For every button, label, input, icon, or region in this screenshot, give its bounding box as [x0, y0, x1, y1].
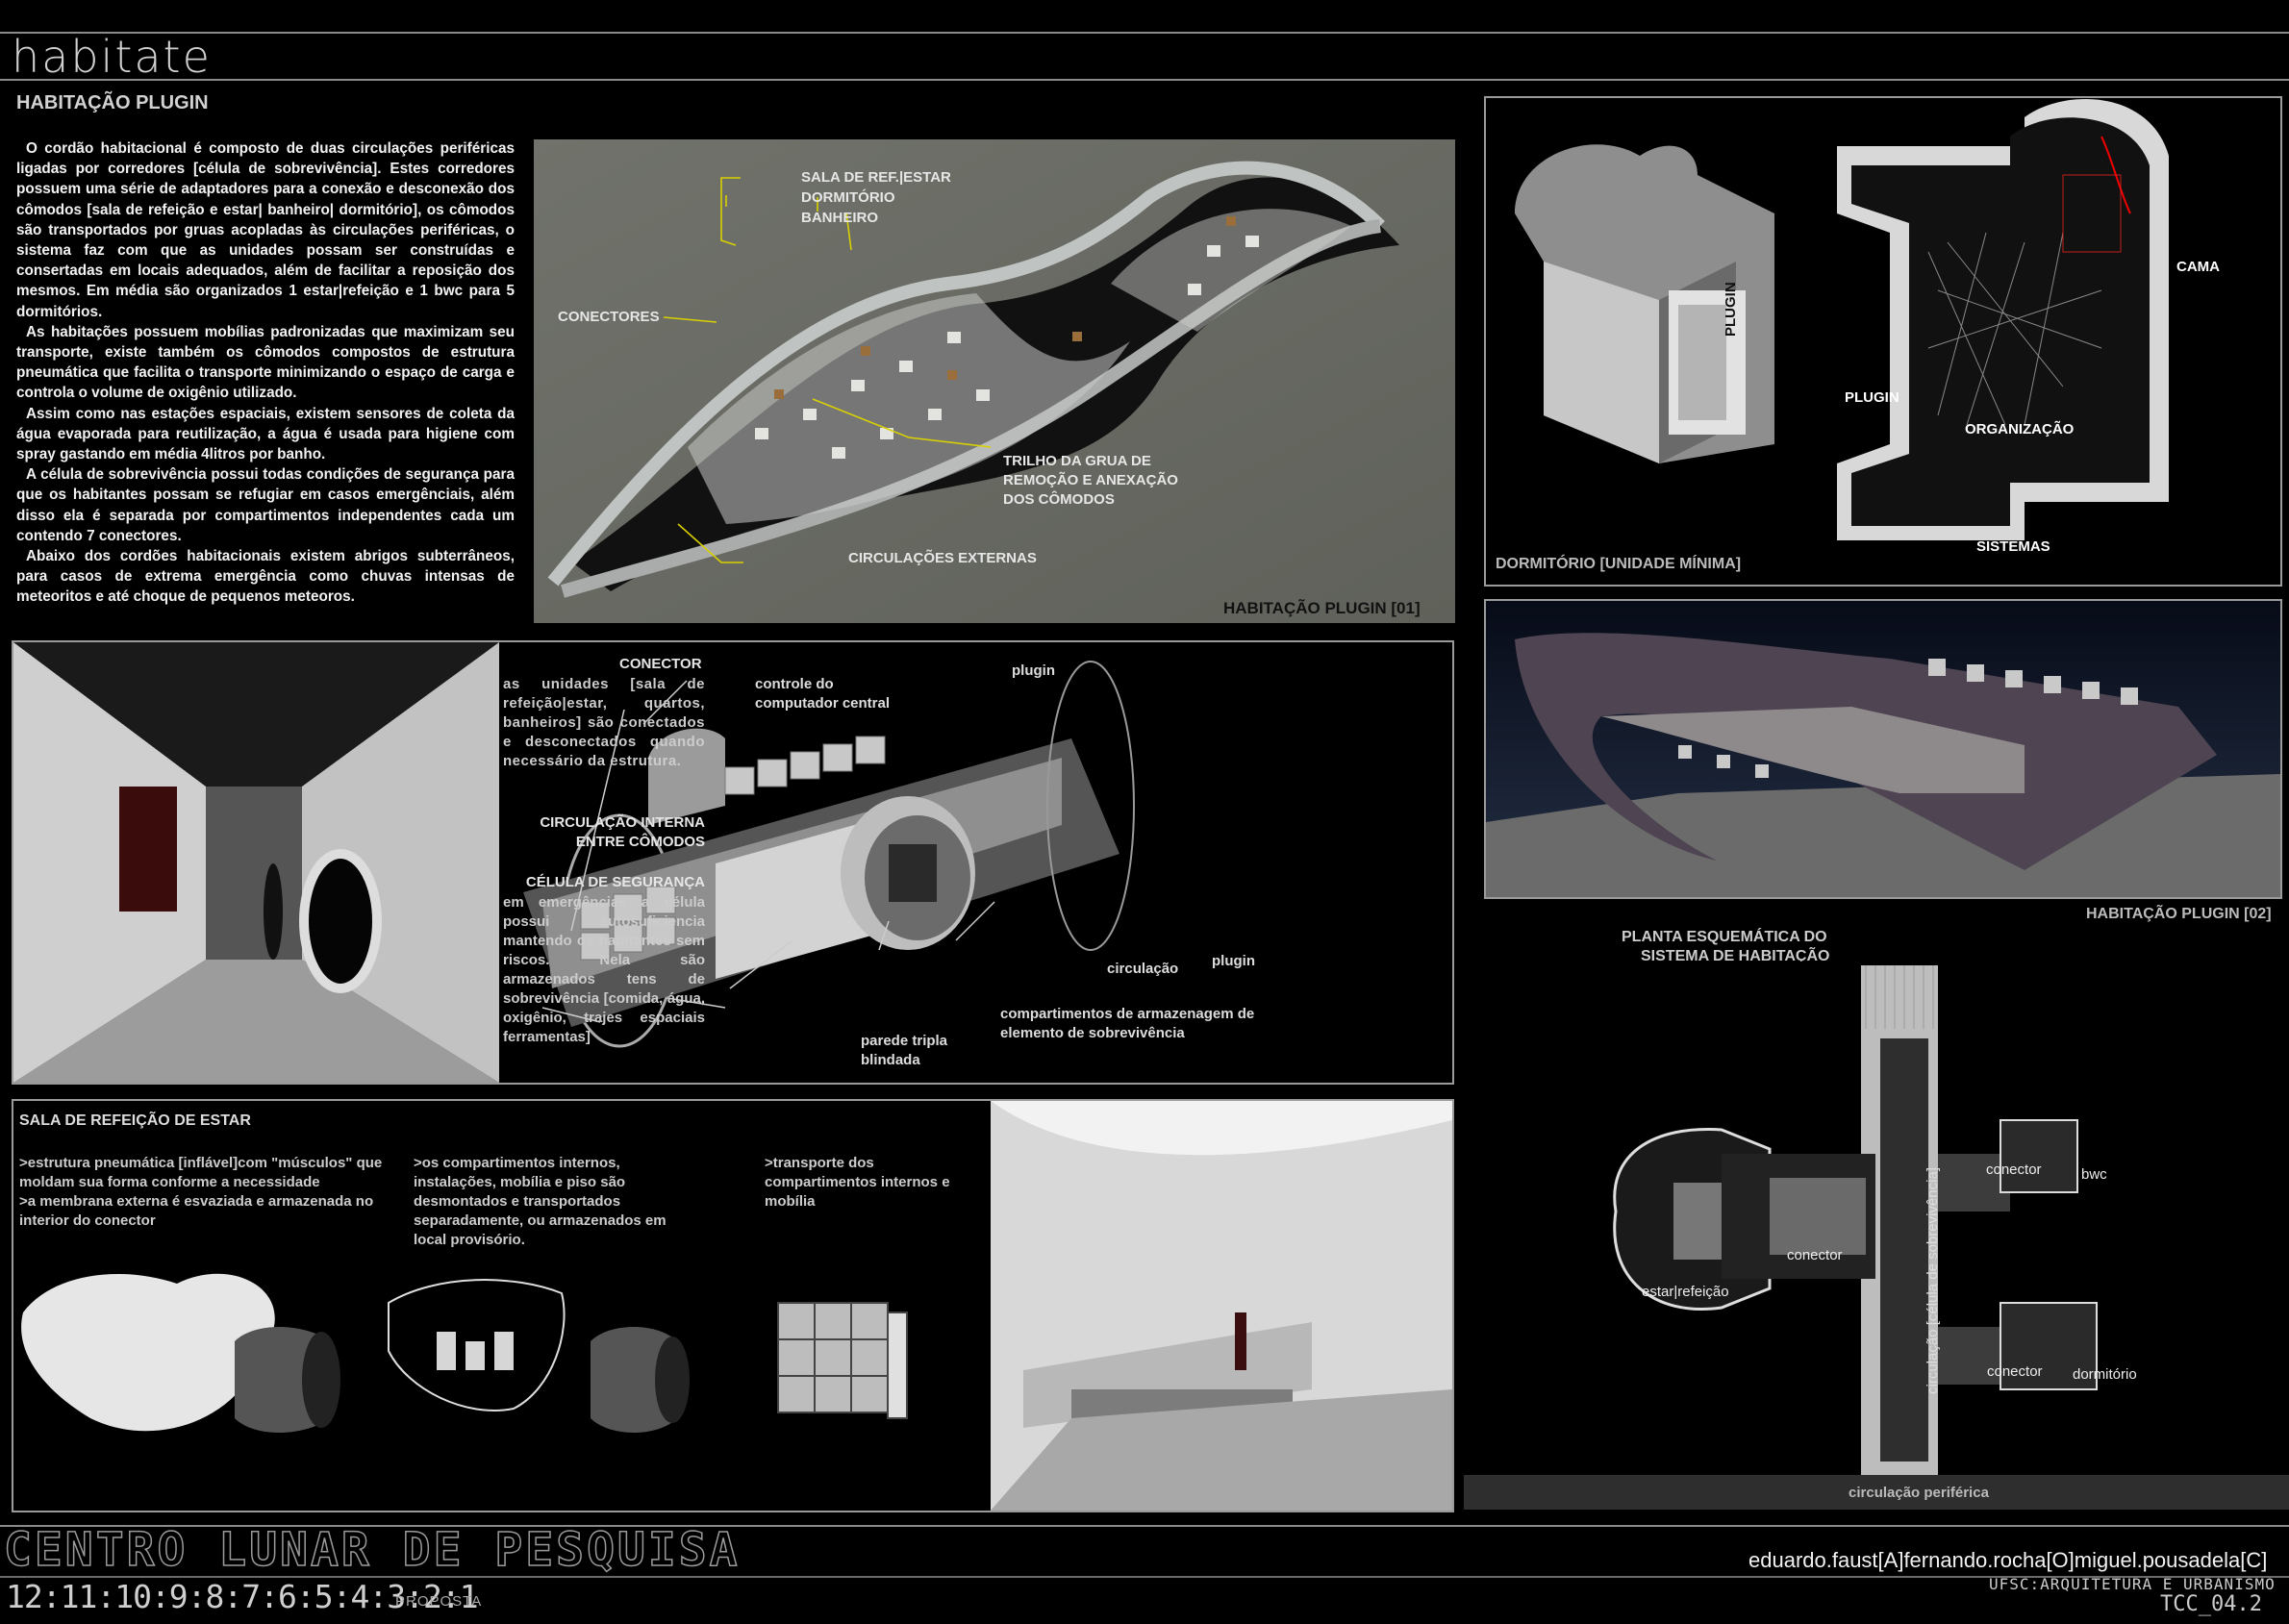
callout-compartimentos: compartimentos de armazenagem de element… [1000, 1006, 1255, 1041]
label-dormitorio: DORMITÓRIO [801, 189, 895, 206]
plugin01-caption: HABITAÇÃO PLUGIN [01] [1223, 599, 1421, 617]
planta-label-conector-3: conector [1987, 1363, 2043, 1380]
planta-title-2: SISTEMA DE HABITAÇÃO [1641, 948, 1830, 964]
sala-panel [12, 1099, 1454, 1512]
stacked-compartments-render [777, 1302, 908, 1419]
footer-rule-2 [0, 1576, 2289, 1578]
label-trilho-2: REMOÇÃO E ANEXAÇÃO [1003, 472, 1178, 488]
label-trilho-3: DOS CÔMODOS [1003, 491, 1115, 508]
planta-label-circulacao-celula: circulação [célula de sobrevivência] [1924, 1167, 1941, 1394]
sala-col1: >estrutura pneumática [inflável]com "mús… [19, 1155, 383, 1229]
label-circulacoes: CIRCULAÇÕES EXTERNAS [848, 550, 1037, 566]
callout-parede: parede tripla blindada [861, 1033, 948, 1068]
label-organizacao: ORGANIZAÇÃO [1965, 421, 2075, 437]
intro-text: O cordão habitacional é composto de duas… [16, 138, 515, 608]
conector-text: as unidades [sala de refeição|estar, qua… [503, 676, 705, 769]
intro-paragraph-2: As habitações possuem mobílias padroniza… [16, 323, 515, 402]
celula-heading: CÉLULA DE SEGURANÇA [525, 874, 705, 890]
authors: eduardo.faust[A]fernando.rocha[O]miguel.… [1748, 1548, 2268, 1572]
circulacao-interna-heading: CIRCULAÇÃO INTERNA ENTRE CÔMODOS [540, 814, 705, 850]
intro-paragraph-1: O cordão habitacional é composto de duas… [16, 140, 515, 320]
structure-render [388, 1279, 690, 1433]
callout-controle: controle do computador central [755, 676, 891, 712]
intro-paragraph-3: Assim como nas estações espaciais, exist… [16, 405, 515, 463]
project-title: CENTRO LUNAR DE PESQUISA [3, 1523, 741, 1577]
intro-paragraph-5: Abaixo dos cordões habitacionais existem… [16, 548, 515, 606]
plugin02-caption: HABITAÇÃO PLUGIN [02] [2086, 906, 2272, 922]
dormitorio-exterior-render [1515, 144, 1774, 463]
planta-label-bwc: bwc [2081, 1166, 2107, 1183]
header-rule [0, 79, 2289, 81]
celula-text: em emergências a célula possui autosufic… [503, 894, 705, 1045]
callout-plugin-top: plugin [1012, 662, 1055, 679]
logo: habitate [12, 31, 212, 83]
conector-heading: CONECTOR [619, 656, 702, 672]
footer-rule-1 [0, 1525, 2289, 1527]
sala-title: SALA DE REFEIÇÃO DE ESTAR [19, 1112, 251, 1129]
planta-drawing [1548, 962, 2279, 1500]
conector-section-render [523, 661, 1135, 1048]
dormitorio-section-render [1837, 98, 2169, 540]
page-title: HABITAÇÃO PLUGIN [16, 92, 209, 113]
plugin01-render [534, 139, 1455, 623]
label-cama: CAMA [2176, 259, 2220, 275]
plugin02-panel [1484, 599, 2282, 899]
school: UFSC:ARQUITETURA E URBANISMO [1989, 1575, 2276, 1593]
callout-circulacao: circulação [1107, 961, 1179, 977]
dormitorio-caption: DORMITÓRIO [UNIDADE MÍNIMA] [1496, 556, 1742, 572]
dormitorio-panel [1484, 96, 2282, 587]
intro-paragraph-4: A célula de sobrevivência possui todas c… [16, 466, 515, 544]
planta-title-1: PLANTA ESQUEMÁTICA DO [1622, 929, 1827, 945]
label-sala: SALA DE REF.|ESTAR [801, 169, 951, 186]
label-trilho-1: TRILHO DA GRUA DE [1003, 453, 1151, 469]
conector-panel [12, 640, 1454, 1085]
countdown: 12:11:10:9:8:7:6:5:4:3:2:1 [6, 1578, 479, 1615]
pneumatic-shell-render [21, 1273, 340, 1433]
planta-label-conector-1: conector [1787, 1247, 1843, 1263]
planta-label-estar: estar|refeição [1642, 1284, 1729, 1300]
top-rule [0, 32, 2289, 34]
callout-plugin-right: plugin [1212, 953, 1255, 969]
label-plugin-vertical: PLUGIN [1723, 282, 1739, 337]
label-sistemas: SISTEMAS [1976, 538, 2050, 555]
interior-render [991, 1101, 1452, 1511]
label-plugin: PLUGIN [1845, 389, 1899, 406]
planta-label-periferica: circulação periférica [1849, 1485, 1989, 1501]
proposta-label: PROPOSTA [395, 1593, 483, 1610]
course-code: TCC_04.2 [2160, 1592, 2262, 1616]
planta-periferica-bar [1464, 1475, 2289, 1510]
sala-col3: >transporte dos compartimentos internos … [765, 1155, 950, 1210]
corridor-render [13, 642, 499, 1083]
label-banheiro: BANHEIRO [801, 210, 879, 226]
planta-label-conector-2: conector [1986, 1162, 2042, 1178]
label-conectores: CONECTORES [558, 309, 660, 325]
sala-col2: >os compartimentos internos, instalações… [414, 1155, 667, 1248]
planta-label-dormitorio: dormitório [2073, 1366, 2137, 1383]
